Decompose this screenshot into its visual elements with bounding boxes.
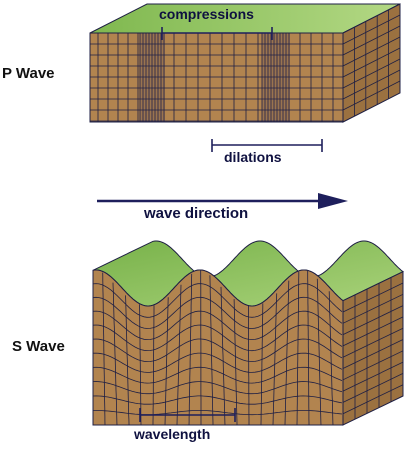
s-wave-label: S Wave <box>12 338 65 355</box>
wave-direction-label: wave direction <box>144 205 248 222</box>
wavelength-label: wavelength <box>134 426 210 442</box>
p-compression-band <box>140 33 165 122</box>
dilations-label: dilations <box>224 149 282 165</box>
s-wave-block <box>93 241 403 425</box>
compressions-label: compressions <box>159 6 254 22</box>
p-compression-band <box>262 33 290 122</box>
p-wave-label: P Wave <box>2 65 55 82</box>
